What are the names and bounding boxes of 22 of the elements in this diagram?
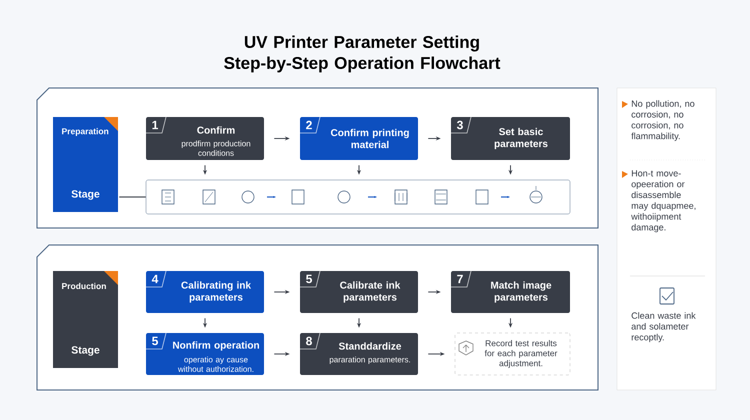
step-number: 5	[306, 274, 312, 284]
step-number: 1	[152, 120, 158, 130]
step-box: 1 Confirm prodfirm production conditions	[146, 116, 264, 160]
step-box: 4 Calibrating ink parameters	[146, 270, 264, 313]
step-number: 7	[457, 274, 463, 284]
icon-strip	[146, 180, 570, 214]
step-box: 3 Set basic parameters	[450, 116, 570, 160]
step-number: 5	[152, 336, 158, 346]
step-box: 7 Match image parameters	[450, 270, 570, 313]
step-box: 8 Standdardize pararation parameters.	[300, 332, 418, 375]
step-number: 3	[456, 120, 463, 130]
title: UV Printer Parameter Setting Step-by-Step Operation Flowchart	[224, 36, 500, 72]
note-box: Record test results for each parameter adjustment.	[454, 332, 570, 376]
notes-panel: No pollution, no corrosion, no corrosion, no flammability. Hon-t move- opeeration or disassemble may dquapmee, withoiipment damage. Clean waste ink and solameter recoptly.	[616, 88, 716, 390]
step-number: 2	[306, 120, 312, 130]
step-box: 2 Confirm printing material	[300, 116, 418, 160]
stage-box: Preparation Stage	[53, 117, 118, 212]
step-number: 4	[152, 274, 158, 284]
step-number: 8	[306, 336, 312, 346]
step-box: 5 Nonfirm operation operatio ay cause without authorization.	[146, 332, 264, 375]
stage-box: Production Stage	[53, 271, 118, 368]
step-box: 5 Calibrate ink parameters	[300, 270, 418, 313]
